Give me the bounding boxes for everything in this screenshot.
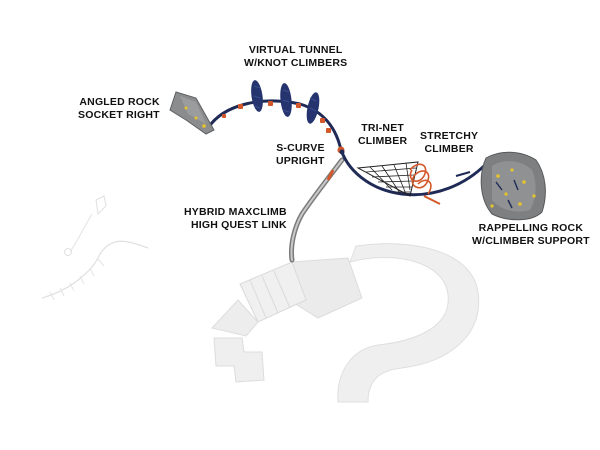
ghost-lower-platform [211,299,259,337]
stretchy-climber [409,163,471,205]
label-stretchy-climber: STRETCHY CLIMBER [420,130,479,155]
knot-climber-2 [280,83,292,117]
label-virtual-tunnel: VIRTUAL TUNNEL W/KNOT CLIMBERS [244,44,348,69]
knot-climber-3 [306,92,320,124]
angled-rock [169,91,215,135]
ghost-step-blocks [213,337,265,383]
label-angled-rock: ANGLED ROCK SOCKET RIGHT [78,96,160,121]
label-rappelling-rock: RAPPELLING ROCK W/CLIMBER SUPPORT [472,222,590,247]
label-hybrid-maxclimb: HYBRID MAXCLIMB HIGH QUEST LINK [184,206,287,231]
hybrid-maxclimb-link [289,157,345,263]
ghost-ladder-path [41,240,149,299]
tri-net-climber [356,161,419,197]
knot-climbers [251,80,320,124]
rappelling-rock [480,151,546,221]
ghost-curved-slide [337,243,480,403]
s-curve-upright [339,149,345,155]
label-s-curve-upright: S-CURVE UPRIGHT [276,142,325,167]
ghost-structure [41,195,480,403]
knot-climber-1 [251,80,263,112]
label-tri-net-climber: TRI-NET CLIMBER [358,122,408,147]
